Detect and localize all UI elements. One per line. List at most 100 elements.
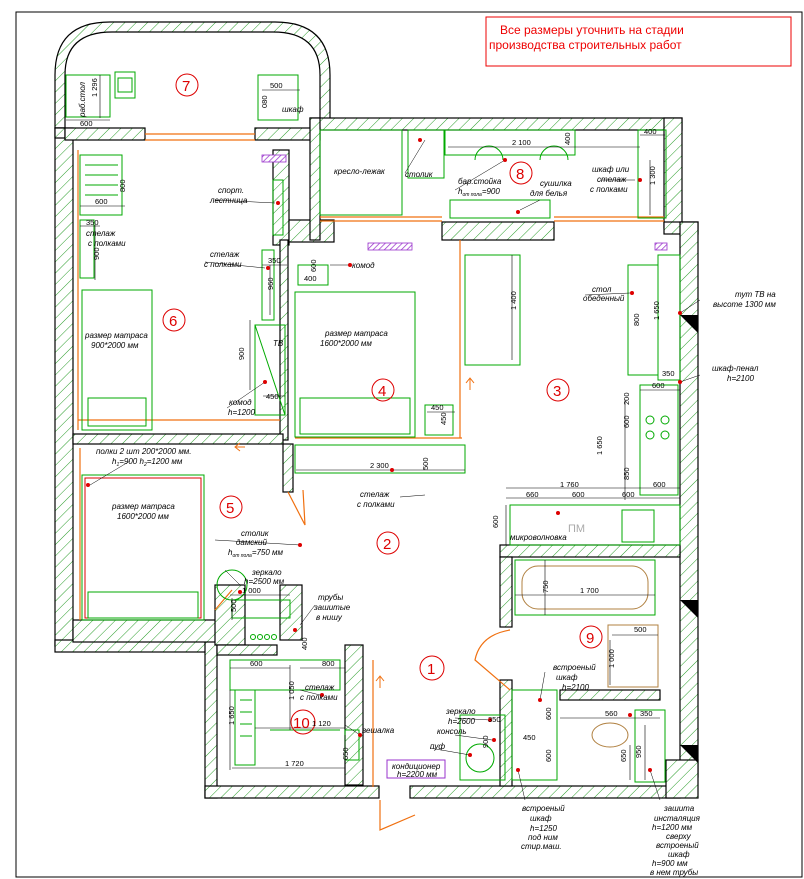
wall-bath-left-lower — [499, 679, 513, 787]
shelving-d-2: с полками — [300, 693, 338, 702]
wall-5-bottom — [72, 619, 224, 643]
wall-6-4 — [279, 239, 289, 441]
dim-1400: 1 400 — [509, 291, 518, 310]
dim-950: 950 — [634, 745, 643, 758]
pipes-2: зашитые — [313, 603, 351, 612]
note-box: Все размеры уточнить на стадии производс… — [485, 16, 792, 67]
shelf-cab-3: с полками — [590, 185, 628, 194]
dim-450c: 450 — [439, 412, 448, 425]
side-table — [407, 129, 445, 179]
builtin-b-2: шкаф — [530, 814, 552, 823]
furniture — [65, 71, 681, 783]
desk-chair — [114, 71, 136, 99]
dim-600h: 600 — [622, 490, 635, 499]
room-8: 8 — [516, 166, 524, 183]
flow-arrows — [234, 377, 475, 688]
pipes-3: в нишу — [316, 613, 343, 622]
stool-2 — [539, 145, 569, 161]
mattress6-2: 900*2000 мм — [91, 341, 139, 350]
room-1: 1 — [427, 661, 435, 678]
sofa — [464, 254, 521, 366]
dim-660: 660 — [526, 490, 539, 499]
bottom-right-corner — [665, 759, 699, 799]
dim-1650c: 1 650 — [227, 706, 236, 725]
install-4: сверху — [666, 832, 692, 841]
room-7: 7 — [182, 78, 190, 95]
dim-1760: 1 760 — [560, 480, 579, 489]
dim-1296: 1 296 — [90, 78, 99, 97]
top-wall-left — [54, 127, 66, 139]
wall-kitchen-block — [441, 221, 555, 241]
pouf — [465, 743, 495, 773]
toilet — [591, 722, 629, 748]
dim-350c: 350 — [662, 369, 675, 378]
sink — [621, 509, 655, 543]
pencil-cab-1: шкаф-пенал — [712, 364, 759, 373]
dimension-texts: 1 296 600 500 080 800 2 100 400 400 1 30… — [80, 78, 675, 768]
mirror1-label: зеркало — [251, 568, 282, 577]
shelving-middle — [261, 249, 275, 321]
mattress4-1: размер матраса — [324, 329, 388, 338]
mattress4-2: 1600*2000 мм — [320, 339, 372, 348]
installation — [634, 709, 666, 783]
pillows-5 — [87, 591, 199, 619]
mattress5-1: размер матраса — [111, 502, 175, 511]
dim-600f: 600 — [653, 480, 666, 489]
tv-here-2: высоте 1300 мм — [713, 300, 776, 309]
install-7: h=900 мм — [652, 859, 688, 868]
bar-counter-h: hот пола=900 — [458, 187, 500, 198]
dim-400a: 400 — [563, 132, 572, 145]
pouf-label: пуф — [430, 742, 445, 751]
mirror1-h: h=2500 мм — [244, 577, 285, 586]
dim-350e: 350 — [488, 715, 501, 724]
shelving-a-2: с полками — [88, 239, 126, 248]
console — [459, 714, 506, 781]
dim-600e: 600 — [622, 415, 631, 428]
pipes-dots — [250, 634, 277, 640]
shelving-left — [79, 219, 95, 279]
dim-2100: 2 100 — [512, 138, 531, 147]
hanger-label: вешалка — [362, 726, 395, 735]
dim-350a: 350 — [86, 218, 99, 227]
pipes-1: трубы — [318, 593, 343, 602]
dim-1000b: 1 000 — [607, 649, 616, 668]
inner-walls — [64, 117, 681, 787]
shelving-a-1: стелаж — [86, 229, 116, 238]
dresser-label: комод — [352, 261, 375, 270]
bathtub — [514, 559, 656, 616]
shelf-10 — [234, 689, 256, 766]
dim-400c: 400 — [304, 274, 317, 283]
dim-1120: 1 120 — [312, 719, 331, 728]
dim-350d: 350 — [640, 709, 653, 718]
dim-1650: 1 650 — [652, 301, 661, 320]
bottom-wall — [204, 785, 380, 799]
purple-mark-2 — [367, 242, 413, 251]
outer-walls — [54, 21, 699, 799]
wall-10-right — [344, 644, 364, 786]
room-5: 5 — [226, 500, 234, 517]
dim-600j: 600 — [250, 659, 263, 668]
dim-500d: 500 — [634, 625, 647, 634]
install-2: инсталяция — [654, 814, 701, 823]
dimension-lines — [66, 75, 680, 780]
stool-1 — [474, 145, 504, 161]
shelf-cabinet — [637, 129, 667, 219]
pillows-4 — [299, 397, 411, 435]
vanity-2: дамский — [236, 538, 267, 547]
shelving-c-1: стелаж — [360, 490, 390, 499]
builtin-cabinet — [511, 689, 558, 781]
shelving-d-1: стелаж — [305, 683, 335, 692]
dim-450b: 450 — [431, 403, 444, 412]
dim-500c: 500 — [229, 599, 238, 612]
shelving-c-2: с полками — [357, 500, 395, 509]
aircon-1: кондиционер — [392, 762, 441, 771]
dim-2300: 2 300 — [370, 461, 389, 470]
dim-600l: 600 — [544, 749, 553, 762]
dim-650a: 650 — [341, 747, 350, 760]
dim-080: 080 — [260, 95, 269, 108]
dim-600d: 600 — [652, 381, 665, 390]
tv-here-1: тут ТВ на — [735, 290, 776, 299]
drawing-frame — [15, 11, 803, 878]
sport-ladder-2: лестница — [209, 196, 248, 205]
left-wall — [54, 127, 74, 647]
